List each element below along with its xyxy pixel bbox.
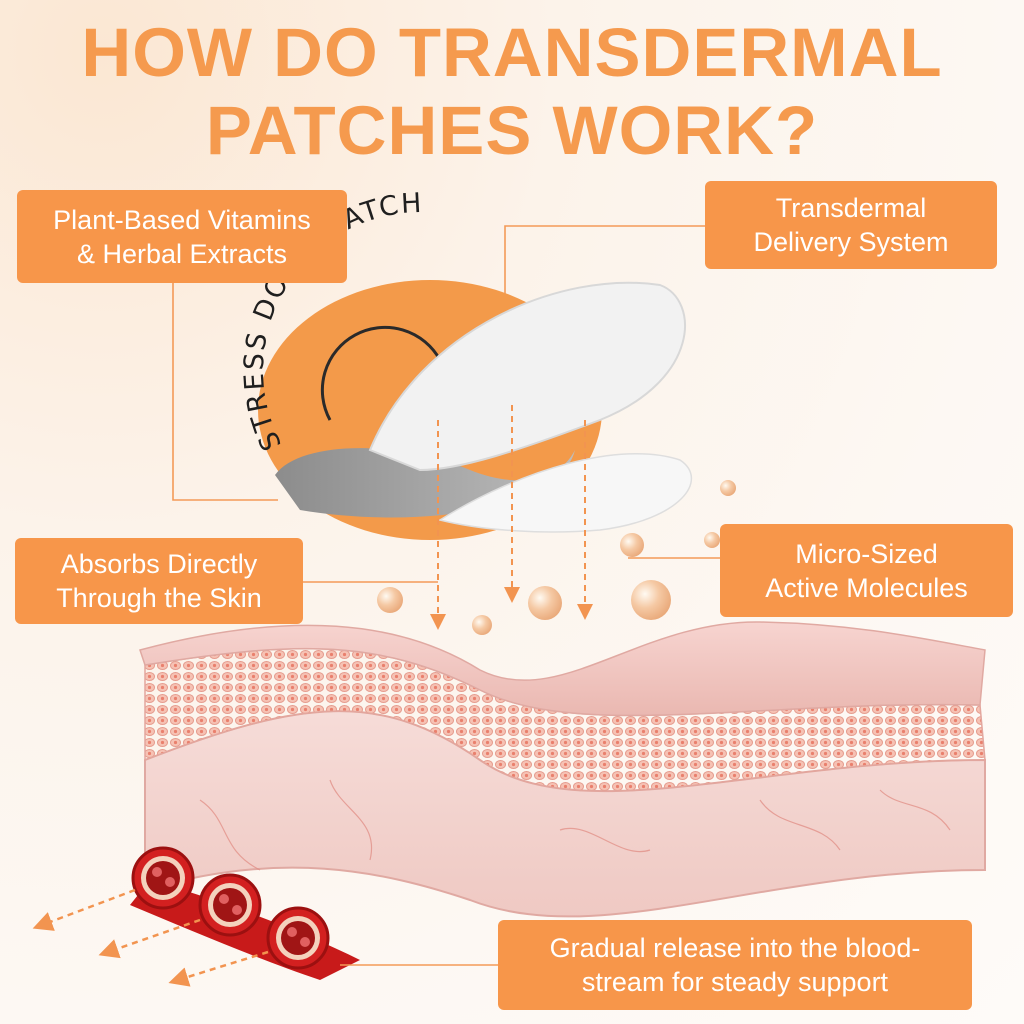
label-plant-based-vitamins: Plant-Based Vitamins & Herbal Extracts xyxy=(17,190,347,283)
label-plant-line-1: Plant-Based Vitamins xyxy=(53,204,311,235)
bloodstream-arrows xyxy=(32,888,269,987)
connector-delivery xyxy=(504,225,705,300)
molecule-bubbles xyxy=(377,480,736,635)
label-micro-line-2: Active Molecules xyxy=(765,572,968,603)
label-absorbs-line-2: Through the Skin xyxy=(56,583,262,613)
label-delivery-line-1: Transdermal xyxy=(775,193,927,223)
label-plant-line-2: & Herbal Extracts xyxy=(76,238,288,269)
label-micro-line-1: Micro-Sized xyxy=(795,538,938,569)
absorption-arrows xyxy=(430,405,593,630)
label-delivery-line-2: Delivery System xyxy=(753,227,949,257)
label-absorbs-directly: Absorbs Directly Through the Skin xyxy=(15,538,303,624)
connector-lines xyxy=(172,225,720,583)
label-release-line-2: stream for steady support xyxy=(581,967,889,997)
label-transdermal-delivery: Transdermal Delivery System xyxy=(705,181,997,269)
title-line-2: PATCHES WORK? xyxy=(205,92,819,169)
label-gradual-release: Gradual release into the blood- stream f… xyxy=(498,920,972,1010)
label-micro-sized-molecules: Micro-Sized Active Molecules xyxy=(720,524,1013,617)
skin-surface xyxy=(139,621,986,717)
blood-vessels xyxy=(199,779,951,871)
patch-film xyxy=(438,453,693,533)
bloodstream-vessels xyxy=(130,846,360,980)
connector-plant xyxy=(172,283,278,501)
label-absorbs-line-1: Absorbs Directly xyxy=(60,549,258,579)
page-title: HOW DO TRANSDERMAL PATCHES WORK? xyxy=(0,14,1024,170)
skin-layers xyxy=(139,621,986,918)
label-release-line-1: Gradual release into the blood- xyxy=(549,933,921,963)
title-line-1: HOW DO TRANSDERMAL xyxy=(81,14,943,91)
patch-peeling-liner xyxy=(368,281,686,472)
